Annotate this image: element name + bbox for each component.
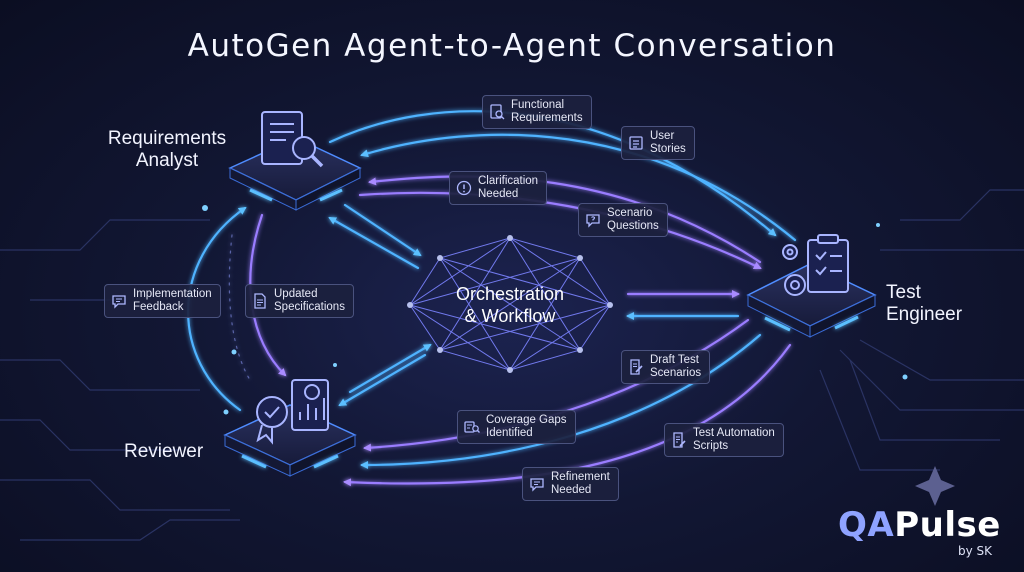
message-text: Requirements [511, 112, 583, 124]
brand-logo: QAPulse by SK [838, 508, 1001, 558]
document-search-icon [490, 104, 505, 120]
script-icon [673, 432, 686, 448]
brand-part-b: Pulse [894, 505, 1001, 545]
message-text: Clarification [478, 175, 539, 187]
message-text: Test Automation [693, 427, 775, 439]
edit-document-icon [630, 359, 643, 375]
orchestration-line: & Workflow [464, 306, 556, 326]
exclamation-icon [456, 180, 472, 196]
orchestration-line: Orchestration [455, 284, 565, 304]
reviewer-platform [223, 404, 357, 477]
arrow-test-automation-scripts [343, 343, 792, 487]
agent-label-test-engineer: Test Engineer [886, 282, 976, 326]
chat-icon [112, 295, 126, 309]
gap-search-icon [464, 421, 480, 433]
message-text: Coverage Gaps [486, 414, 567, 426]
arrow-center-to-analyst [328, 216, 420, 270]
agent-label-requirements-analyst: Requirements Analyst [107, 128, 227, 172]
message-text: Scenarios [650, 367, 702, 379]
message-text: Needed [551, 484, 592, 496]
clipboard-gears-icon [782, 234, 849, 296]
brand-wordmark: QAPulse [838, 508, 1001, 542]
agent-label-line: Analyst [135, 150, 199, 171]
network-mesh-icon [407, 235, 613, 373]
message-text: Updated [274, 288, 318, 300]
document-magnifier-icon [261, 111, 324, 168]
question-bubble-icon [586, 214, 600, 228]
agent-label-line: Requirements [107, 128, 227, 149]
arrow-reviewer-to-center [348, 343, 432, 394]
message-text: Implementation [133, 288, 212, 300]
arrow-center-to-reviewer [338, 353, 427, 407]
circuit-traces [0, 189, 1024, 541]
message-text: Questions [607, 220, 659, 232]
arrow-scenario-questions [358, 191, 762, 270]
message-text: Scenario [607, 207, 653, 219]
agent-label-line: Reviewer [124, 441, 204, 462]
orchestration-label: Orchestration & Workflow [430, 283, 590, 327]
badge-chart-icon [256, 379, 329, 445]
message-text: Specifications [274, 301, 345, 313]
flow-dots [202, 205, 908, 415]
message-text: User [650, 130, 675, 142]
agent-label-reviewer: Reviewer [124, 441, 224, 463]
brand-part-a: QA [838, 505, 895, 545]
chat-icon [530, 478, 544, 492]
arrow-user-stories [360, 133, 797, 242]
message-text: Refinement [551, 471, 610, 483]
arrow-clarification [368, 175, 762, 264]
sparkle-icon [915, 466, 955, 506]
agent-label-line: Test [886, 282, 921, 303]
list-icon [629, 136, 643, 150]
diagram-title: AutoGen Agent-to-Agent Conversation [187, 28, 837, 64]
message-text: Feedback [133, 301, 184, 313]
arrow-analyst-to-center [343, 203, 422, 257]
arrow-functional-requirements [328, 110, 777, 237]
message-text: Functional [511, 99, 565, 111]
message-text: Scripts [693, 440, 729, 452]
test-engineer-platform [746, 263, 877, 338]
message-text: Stories [650, 143, 686, 155]
agent-label-line: Engineer [886, 304, 963, 325]
message-text: Needed [478, 188, 519, 200]
message-text: Identified [486, 427, 533, 439]
brand-byline: by SK [958, 544, 993, 558]
document-icon [254, 293, 266, 309]
message-text: Draft Test [650, 354, 699, 366]
